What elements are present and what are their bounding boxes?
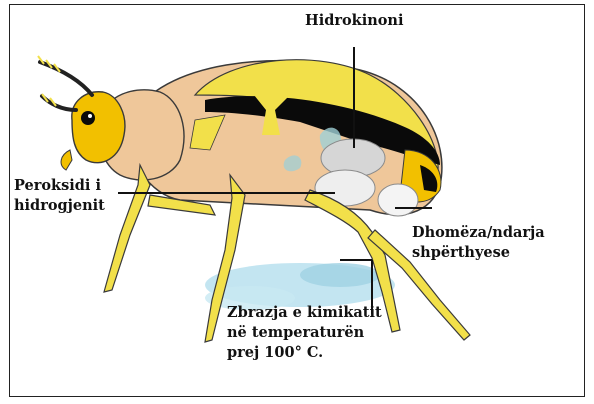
label-explosion-chamber-line1: Dhomëza/ndarja bbox=[412, 223, 545, 243]
label-chemical-discharge-line1: Zbrazja e kimikatit bbox=[227, 303, 382, 323]
label-chemical-discharge-line3: prej 100° C. bbox=[227, 343, 382, 363]
reaction-chamber bbox=[378, 184, 418, 216]
label-hydrogen-peroxide-line2: hidrogjenit bbox=[14, 196, 105, 216]
label-chemical-discharge-line2: në temperaturën bbox=[227, 323, 382, 343]
label-explosion-chamber-line2: shpërthyese bbox=[412, 243, 545, 263]
label-hydroquinone-text: Hidrokinoni bbox=[305, 11, 403, 31]
label-hydrogen-peroxide: Peroksidi i hidrogjenit bbox=[14, 176, 105, 216]
beetle-head bbox=[38, 56, 125, 170]
label-chemical-discharge: Zbrazja e kimikatit në temperaturën prej… bbox=[227, 303, 382, 363]
label-explosion-chamber: Dhomëza/ndarja shpërthyese bbox=[412, 223, 545, 263]
label-hydrogen-peroxide-line1: Peroksidi i bbox=[14, 176, 105, 196]
label-hydroquinone: Hidrokinoni bbox=[305, 11, 403, 31]
beetle-eye bbox=[81, 111, 95, 125]
